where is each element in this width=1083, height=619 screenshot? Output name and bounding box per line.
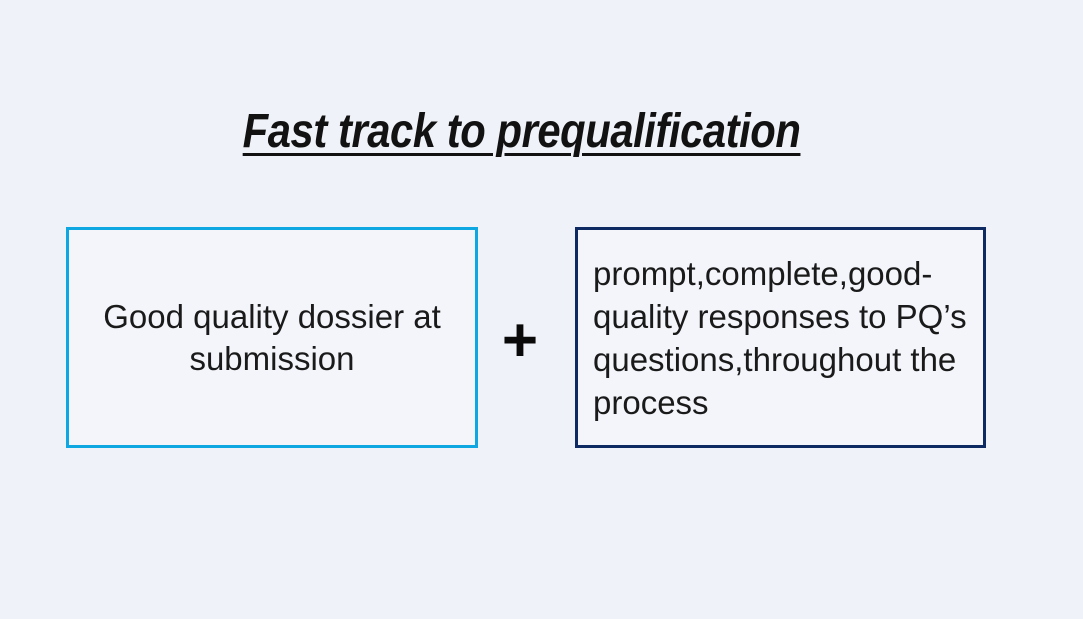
right-box-text-line-2: quality responses to PQ’s (593, 297, 967, 335)
right-box-text-line-1: prompt,complete,good- (593, 254, 933, 292)
right-box-text-line-3: questions,throughout the (593, 340, 957, 378)
good-quality-dossier-box: Good quality dossier at submission (66, 227, 478, 448)
left-box-text-line-1: Good quality dossier at (103, 297, 441, 335)
left-box-text-line-2: submission (189, 339, 355, 377)
right-box-text-line-4: process (593, 383, 709, 421)
pq-responses-box: prompt,complete,good- quality responses … (575, 227, 986, 448)
plus-operator: + (501, 305, 539, 375)
slide-title: Fast track to prequalification (243, 105, 801, 158)
slide-title-container: Fast track to prequalification (0, 104, 1044, 159)
